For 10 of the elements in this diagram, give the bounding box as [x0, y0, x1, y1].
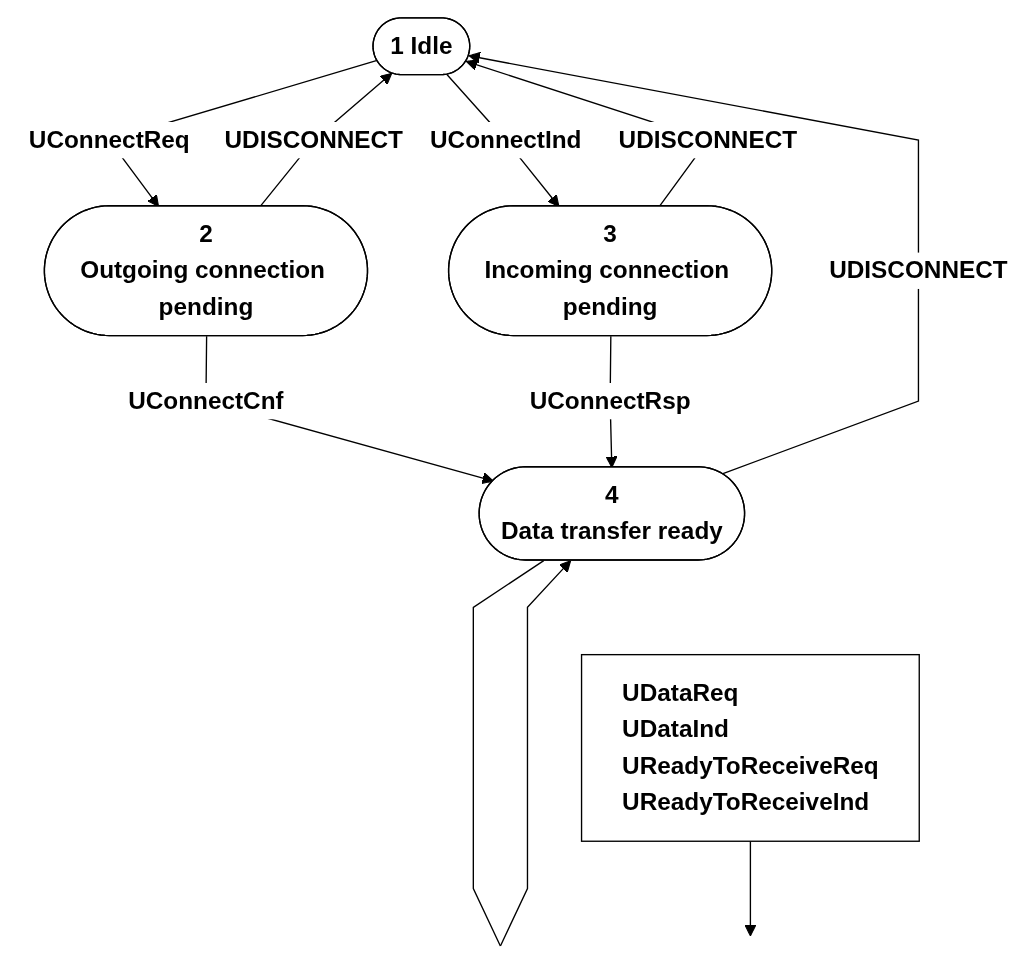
edge-label: UDISCONNECT — [224, 125, 403, 154]
arrow — [744, 840, 757, 937]
node-box: UDataReq UDataInd UReadyToReceiveReq UReadyToReceiveInd — [580, 653, 920, 842]
edge-label: UDISCONNECT — [828, 256, 1008, 284]
edge-label: UConnectInd — [429, 125, 582, 154]
arrow — [468, 51, 919, 475]
edge-label: UDISCONNECT — [618, 125, 797, 154]
edge-label: UConnectReq — [28, 125, 190, 154]
edge-label: UConnectCnf — [127, 386, 284, 414]
edge-label: UConnectRsp — [529, 386, 691, 414]
